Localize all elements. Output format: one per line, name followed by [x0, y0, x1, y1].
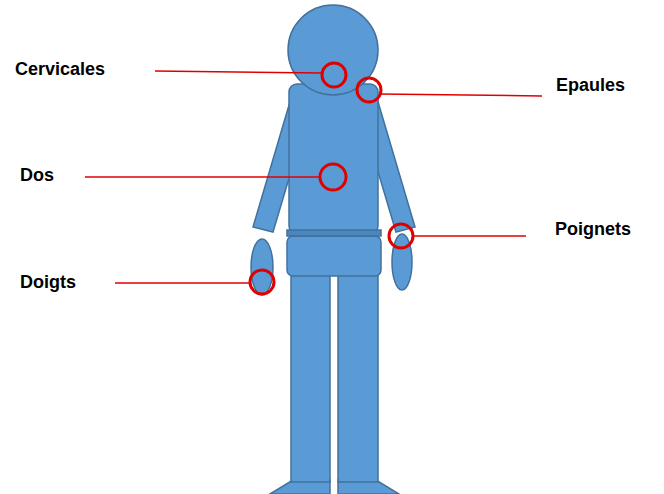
belt: [287, 230, 381, 236]
body-part-label: Cervicales: [15, 58, 105, 80]
head: [288, 5, 378, 95]
torso: [289, 84, 378, 234]
marker-circle: [320, 164, 346, 190]
marker-circle: [389, 224, 413, 248]
marker-circle: [357, 78, 381, 102]
right-leg: [338, 270, 378, 482]
body-part-label: Dos: [20, 164, 54, 186]
leader-line: [380, 94, 542, 96]
hips: [287, 236, 381, 276]
leader-line: [413, 235, 526, 237]
body-part-label: Epaules: [556, 74, 625, 96]
marker-circle: [322, 63, 346, 87]
left-hand: [251, 239, 273, 295]
leader-line: [85, 176, 320, 178]
body-part-label: Doigts: [20, 271, 76, 293]
right-hand: [392, 234, 412, 290]
body-part-label: Poignets: [555, 218, 631, 240]
leader-line: [155, 71, 322, 73]
left-arm: [253, 95, 293, 232]
left-leg: [291, 270, 330, 482]
marker-circle: [250, 270, 274, 294]
leader-line: [115, 282, 250, 284]
right-arm: [376, 95, 415, 232]
